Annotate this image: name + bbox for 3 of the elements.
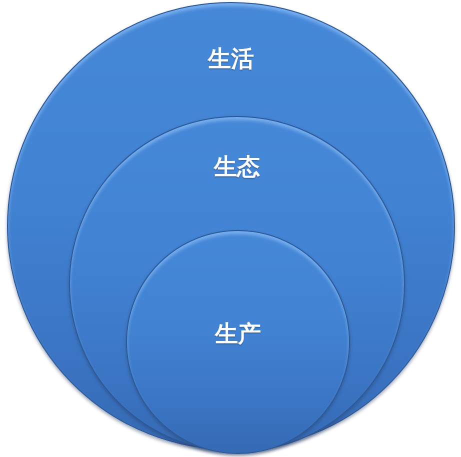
circle-label: 生产	[215, 321, 261, 347]
circle-label: 生态	[214, 154, 260, 180]
circle-label: 生活	[208, 46, 254, 72]
